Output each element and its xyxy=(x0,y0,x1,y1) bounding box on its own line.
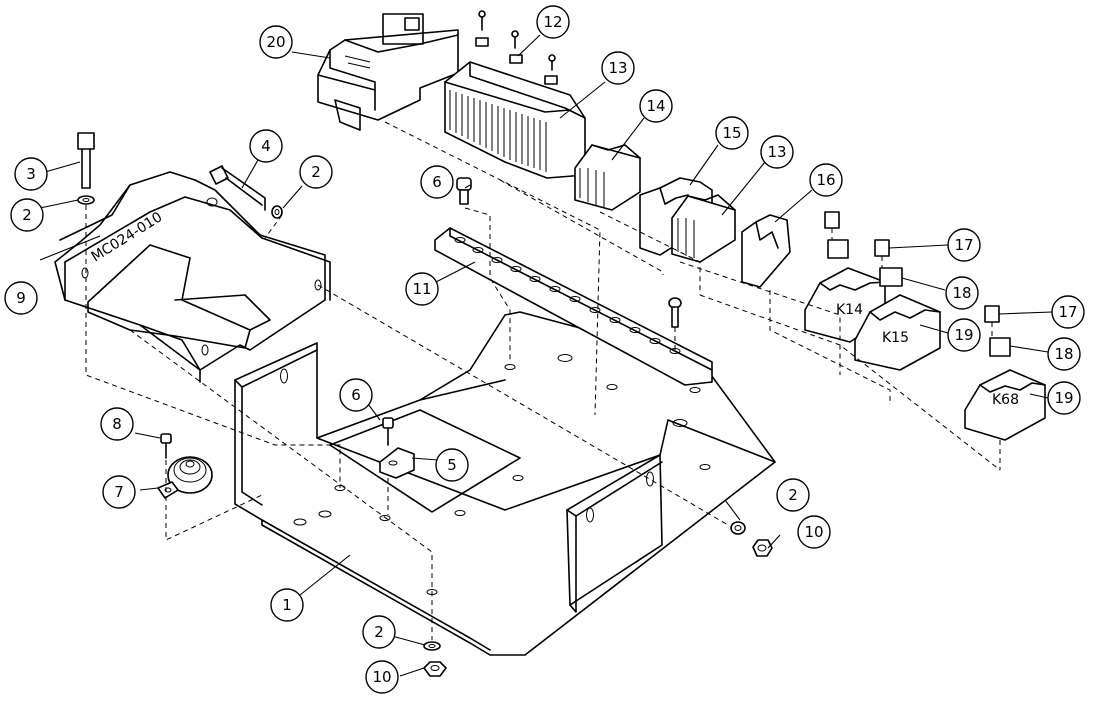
callout-13: 13 xyxy=(760,135,794,169)
svg-text:2: 2 xyxy=(311,163,321,181)
callout-14: 14 xyxy=(639,89,673,123)
callout-2: 2 xyxy=(776,478,810,512)
svg-text:7: 7 xyxy=(114,483,124,501)
callout-2: 2 xyxy=(362,615,396,649)
callout-10: 10 xyxy=(797,515,831,549)
screw-rail-right xyxy=(668,297,682,328)
callout-5: 5 xyxy=(435,448,469,482)
svg-text:13: 13 xyxy=(608,59,627,77)
washer-2-bottom xyxy=(423,641,441,651)
relay-label-k15: K15 xyxy=(882,330,909,346)
svg-text:13: 13 xyxy=(767,143,786,161)
svg-text:19: 19 xyxy=(1054,389,1073,407)
svg-text:2: 2 xyxy=(22,206,32,224)
callout-leaders xyxy=(39,34,1053,677)
callout-18: 18 xyxy=(945,276,979,310)
callout-17: 17 xyxy=(1051,295,1085,329)
callout-1: 1 xyxy=(270,588,304,622)
callout-2: 2 xyxy=(10,198,44,232)
callout-3: 3 xyxy=(14,157,48,191)
din-rail-11 xyxy=(434,227,713,386)
svg-text:17: 17 xyxy=(954,236,973,254)
terminal-block-13-lower xyxy=(671,194,736,263)
svg-text:6: 6 xyxy=(432,173,442,191)
svg-text:6: 6 xyxy=(351,386,361,404)
relay-label-k14: K14 xyxy=(836,302,863,318)
svg-text:2: 2 xyxy=(374,623,384,641)
svg-text:14: 14 xyxy=(646,97,665,115)
clamp-5 xyxy=(379,447,415,479)
buzzer-7 xyxy=(157,456,213,499)
svg-text:16: 16 xyxy=(816,171,835,189)
svg-text:17: 17 xyxy=(1058,303,1077,321)
screw-6-rail xyxy=(456,177,472,205)
svg-text:8: 8 xyxy=(112,415,122,433)
screw-8 xyxy=(160,433,172,459)
callout-7: 7 xyxy=(102,475,136,509)
callout-17: 17 xyxy=(947,228,981,262)
svg-text:2: 2 xyxy=(788,486,798,504)
callout-13: 13 xyxy=(601,51,635,85)
callout-12: 12 xyxy=(536,5,570,39)
svg-text:15: 15 xyxy=(722,124,741,142)
end-plate-16 xyxy=(741,214,791,288)
callout-16: 16 xyxy=(809,163,843,197)
relay-k15: K15 xyxy=(854,239,941,371)
module-20 xyxy=(317,13,459,131)
relay-k68: K68 xyxy=(964,305,1046,441)
svg-text:20: 20 xyxy=(266,33,285,51)
terminal-block-13-top xyxy=(444,61,586,179)
svg-text:11: 11 xyxy=(412,280,431,298)
callout-20: 20 xyxy=(259,25,293,59)
svg-text:18: 18 xyxy=(952,284,971,302)
callout-15: 15 xyxy=(715,116,749,150)
callout-11: 11 xyxy=(405,272,439,306)
base-plate xyxy=(234,311,776,656)
relay-label-k68: K68 xyxy=(992,392,1019,408)
callout-19: 19 xyxy=(947,318,981,352)
assembly-lines xyxy=(85,121,1001,640)
screw-6-clamp xyxy=(382,417,394,446)
callout-9: 9 xyxy=(4,281,38,315)
mc024-010-enclosure: MC024-010 xyxy=(54,171,331,383)
svg-text:19: 19 xyxy=(954,326,973,344)
svg-text:12: 12 xyxy=(543,13,562,31)
callout-10: 10 xyxy=(365,660,399,694)
bolt-4 xyxy=(209,165,283,219)
nut-10-right xyxy=(752,539,773,557)
terminal-block-14 xyxy=(574,144,641,211)
svg-text:4: 4 xyxy=(261,137,271,155)
callout-6: 6 xyxy=(420,165,454,199)
screw-3 xyxy=(77,132,95,205)
screws-12 xyxy=(475,10,558,85)
callout-18: 18 xyxy=(1047,337,1081,371)
callout-19: 19 xyxy=(1047,381,1081,415)
svg-text:5: 5 xyxy=(447,456,457,474)
callout-8: 8 xyxy=(100,407,134,441)
svg-text:10: 10 xyxy=(372,668,391,686)
svg-text:9: 9 xyxy=(16,289,26,307)
callout-2: 2 xyxy=(299,155,333,189)
svg-text:18: 18 xyxy=(1054,345,1073,363)
callout-4: 4 xyxy=(249,129,283,163)
callout-6: 6 xyxy=(339,378,373,412)
nut-10-bottom xyxy=(423,661,447,677)
washer-2-right xyxy=(730,521,746,535)
svg-text:1: 1 xyxy=(282,596,292,614)
svg-text:10: 10 xyxy=(804,523,823,541)
svg-text:3: 3 xyxy=(26,165,36,183)
